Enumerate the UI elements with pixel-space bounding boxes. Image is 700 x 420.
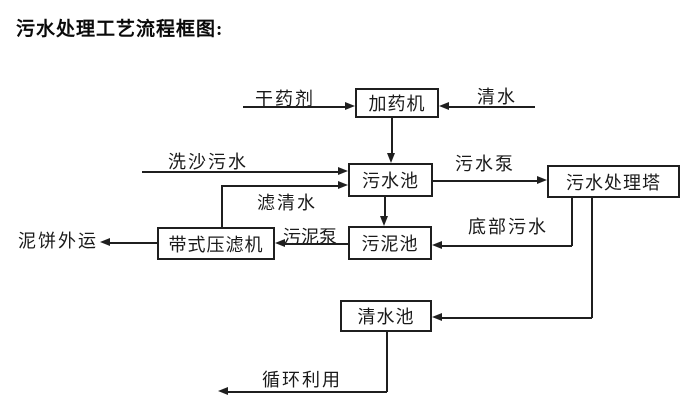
node-belt-filter-press: 带式压滤机 (157, 227, 275, 260)
arrowhead-right-icon (338, 181, 348, 189)
label-sand-wash-sewage: 洗沙污水 (168, 152, 248, 172)
arrowhead-down-icon (387, 153, 395, 163)
label-sewage-pump: 污水泵 (455, 154, 515, 174)
node-sewage-tank: 污水池 (348, 163, 433, 197)
connector-tower-to-clean-line (442, 317, 592, 319)
label-recycle-use: 循环利用 (262, 370, 342, 390)
label-sludge-pump: 污泥泵 (283, 227, 337, 247)
arrowhead-left-icon (100, 238, 110, 246)
arrowhead-left-icon (218, 387, 228, 395)
connector-sewage-to-sludge-line (384, 197, 386, 216)
arrowhead-left-icon (275, 239, 285, 247)
connector-bottom-sewage-line (442, 245, 572, 247)
arrowhead-down-icon (380, 216, 388, 226)
node-clean-water-tank: 清水池 (340, 300, 432, 332)
connector-dry-agent-line (243, 106, 345, 108)
connector-dosing-to-sewage-line (391, 118, 393, 153)
arrowhead-right-icon (537, 176, 547, 184)
label-dry-agent: 干药剂 (255, 89, 315, 109)
label-clean-water: 清水 (477, 87, 517, 107)
label-bottom-sewage: 底部污水 (468, 217, 548, 237)
connector-sand-wash-line (142, 171, 338, 173)
node-treatment-tower: 污水处理塔 (547, 165, 680, 198)
connector-filtered-water-riser (221, 186, 223, 227)
connector-recycle-line (228, 391, 387, 393)
arrowhead-right-icon (345, 102, 355, 110)
arrowhead-left-icon (439, 102, 449, 110)
connector-mud-cake-line (110, 242, 157, 244)
node-sludge-tank: 污泥池 (348, 226, 432, 260)
label-mud-cake-out: 泥饼外运 (18, 231, 98, 251)
connector-recycle-riser (386, 332, 388, 392)
arrowhead-left-icon (432, 241, 442, 249)
label-filtered-water: 滤清水 (257, 193, 317, 213)
diagram-title: 污水处理工艺流程框图: (16, 19, 224, 40)
connector-bottom-sewage-riser (571, 198, 573, 246)
arrowhead-left-icon (432, 313, 442, 321)
connector-tower-to-clean-riser (591, 198, 593, 318)
connector-clean-water-line (449, 106, 535, 108)
arrowhead-right-icon (338, 167, 348, 175)
connector-sewage-pump-line (433, 180, 537, 182)
node-dosing-machine: 加药机 (355, 88, 439, 118)
connector-sludge-pump-line (285, 243, 348, 245)
connector-filtered-water-line (221, 185, 338, 187)
